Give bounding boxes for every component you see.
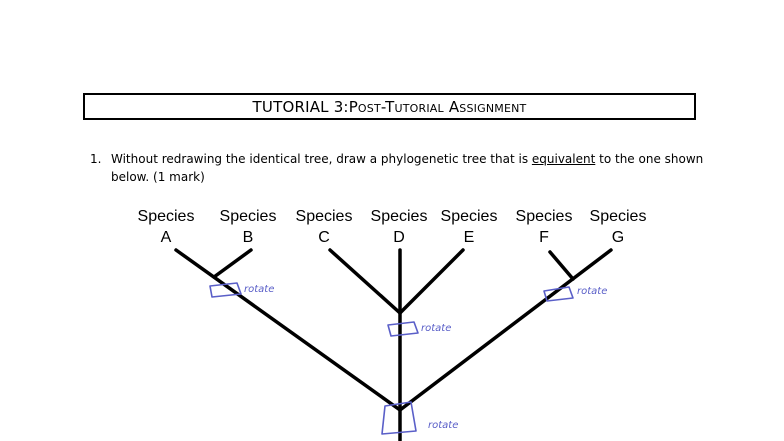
rotate-labels: rotate rotate rotate rotate [244,284,607,431]
species-b-letter: B [243,229,254,246]
rotate-marker-cde [387,321,419,337]
rotate-marker-root [381,401,417,435]
rotate-label-fg: rotate [577,286,607,297]
tutorial-title-box: TUTORIAL 3: Post-Tutorial Assignment [83,93,696,120]
branch-left-main [174,248,402,412]
species-b-word: Species [220,208,277,225]
species-d-letter: D [393,229,405,246]
species-d-word: Species [371,208,428,225]
species-labels: Species A Species B Species C Species D … [138,208,647,246]
rotate-label-ab: rotate [244,284,274,295]
question-underlined-word: equivalent [531,152,596,166]
question-text-before: Without redrawing the identical tree, dr… [111,152,532,166]
title-main: TUTORIAL 3: [252,97,349,116]
question-1: 1. Without redrawing the identical tree,… [90,150,710,186]
species-c-word: Species [296,208,353,225]
branch-e [398,248,465,315]
branch-c [328,248,402,315]
species-a-letter: A [161,229,172,246]
species-g-letter: G [612,229,624,246]
branch-b [212,248,253,279]
rotate-annotations [209,282,574,435]
tree-branches [174,248,613,441]
rotate-marker-ab [209,282,242,298]
rotate-label-root: rotate [428,420,458,431]
rotate-label-cde: rotate [421,323,451,334]
species-e-word: Species [441,208,498,225]
question-text: Without redrawing the identical tree, dr… [111,150,710,186]
title-subtitle: Post-Tutorial Assignment [348,97,527,116]
species-a-word: Species [138,208,195,225]
species-c-letter: C [318,229,330,246]
question-number: 1. [90,152,102,166]
rotate-marker-fg [543,286,574,302]
species-f-word: Species [516,208,573,225]
question-text-after: to the one shown below. (1 mark) [111,152,704,184]
species-g-word: Species [590,208,647,225]
branch-right-main [398,248,613,412]
branch-f [548,250,575,281]
species-e-letter: E [464,229,475,246]
species-f-letter: F [539,229,549,246]
